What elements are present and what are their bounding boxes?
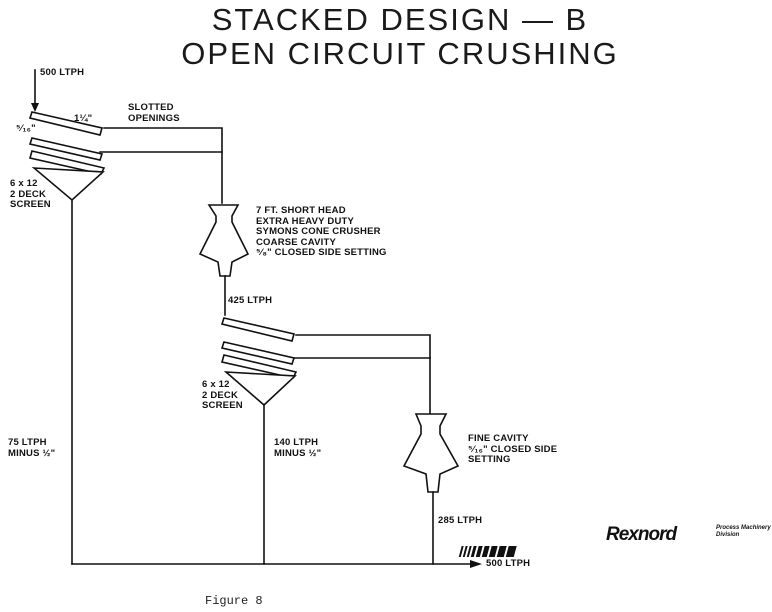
top-deck-size-label: 1¼" [74, 113, 93, 124]
crusher1-label: 7 FT. SHORT HEAD EXTRA HEAVY DUTY SYMONS… [256, 205, 387, 258]
title-line-1: STACKED DESIGN — B [211, 2, 589, 37]
rexnord-logo: Rexnord [606, 524, 677, 545]
flow-75-label: 75 LTPH MINUS ½" [8, 437, 56, 459]
screen2-top-deck [220, 317, 296, 342]
screen2-label: 6 x 12 2 DECK SCREEN [202, 379, 243, 411]
screen1-top-deck [28, 111, 104, 136]
slotted-openings-label: SLOTTED OPENINGS [128, 102, 180, 124]
bottom-deck-size-label: ⁵⁄₁₆" [16, 123, 36, 134]
output-arrowhead [470, 560, 482, 568]
rexnord-division: Process Machinery Division [716, 525, 771, 538]
oversize-line-2 [295, 334, 431, 414]
crusher1-shape [198, 204, 250, 277]
title-line-2: OPEN CIRCUIT CRUSHING [181, 36, 619, 71]
figure-caption: Figure 8 [205, 594, 263, 608]
feed-arrowhead [31, 103, 39, 112]
logo-stripes [458, 546, 517, 557]
flow-285-label: 285 LTPH [438, 515, 483, 526]
screen2-hopper [223, 371, 297, 407]
screen1-mid-deck [28, 137, 104, 161]
screen1-hopper [31, 167, 105, 202]
screen2-mid-deck [220, 341, 296, 365]
flow-140-label: 140 LTPH MINUS ½" [274, 437, 322, 459]
oversize-line-1 [103, 127, 223, 204]
crusher2-shape [402, 413, 460, 493]
output-label: 500 LTPH [486, 558, 531, 569]
crusher2-label: FINE CAVITY ⁵⁄₁₆" CLOSED SIDE SETTING [468, 433, 558, 465]
feed-label: 500 LTPH [40, 67, 85, 78]
screen1-label: 6 x 12 2 DECK SCREEN [10, 178, 51, 210]
flow-425-label: 425 LTPH [228, 295, 273, 306]
